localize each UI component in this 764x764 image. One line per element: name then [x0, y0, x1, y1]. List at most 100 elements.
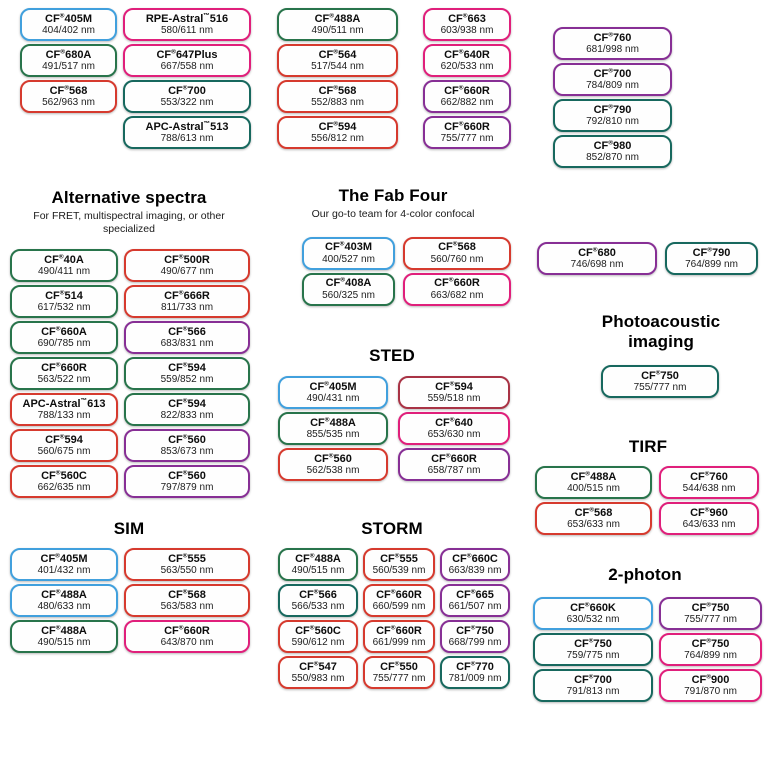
dye-name: CF®560	[168, 469, 206, 482]
dye-wavelengths: 755/777 nm	[440, 133, 494, 145]
dye-wavelengths: 490/511 nm	[311, 25, 364, 37]
dye-wavelengths: 563/550 nm	[160, 565, 214, 577]
dye-wavelengths: 643/870 nm	[160, 637, 214, 649]
dye-name: CF®680A	[45, 48, 92, 61]
dye-wavelengths: 580/611 nm	[160, 25, 214, 37]
dye-name: CF®555	[168, 552, 206, 565]
dye-wavelengths: 490/515 nm	[291, 565, 345, 577]
section-title-tirf: TIRF	[628, 437, 668, 456]
dye-name: CF®488A	[314, 12, 361, 25]
dye-name: CF®980	[593, 139, 632, 152]
dye-name: CF®568	[438, 240, 476, 254]
dye-wavelengths: 404/402 nm	[42, 25, 95, 37]
dye-name: CF®665	[456, 588, 494, 601]
dye-wavelengths: 630/532 nm	[566, 614, 620, 626]
dye-wavelengths: 791/813 nm	[566, 686, 620, 698]
dye-wavelengths: 653/630 nm	[427, 429, 481, 441]
dye-name: CF®40A	[44, 253, 84, 266]
dye-name: CF®550	[380, 660, 418, 673]
dye-wavelengths: 755/777 nm	[684, 614, 737, 626]
dye-wavelengths: 759/775 nm	[566, 650, 620, 662]
dye-wavelengths: 781/009 nm	[448, 673, 502, 685]
dye-name: CF®560	[168, 433, 206, 446]
dye-name: CF®660R	[444, 120, 490, 133]
dye-name: CF®566	[168, 325, 206, 338]
dye-name: CF®660K	[570, 601, 616, 614]
dye-name: CF®594	[168, 397, 206, 410]
dye-name: CF®568	[574, 506, 613, 519]
section-title-photoacoustic-imaging: Photoacoustic imaging	[601, 312, 721, 352]
dye-wavelengths: 562/963 nm	[42, 97, 95, 109]
dye-name: CF®594	[45, 433, 83, 446]
dye-wavelengths: 690/785 nm	[37, 338, 91, 350]
dye-wavelengths: 661/507 nm	[448, 601, 502, 613]
dye-name: CF®405M	[309, 380, 357, 393]
dye-name: CF®547	[299, 660, 337, 673]
dye-name: APC-Astral™613	[22, 397, 106, 410]
dye-wavelengths: 658/787 nm	[427, 465, 481, 477]
dye-name: CF®640R	[444, 48, 490, 61]
dye-name: CF®660R	[434, 276, 480, 290]
dye-name: CF®700	[593, 67, 632, 80]
dye-name: CF®750	[691, 637, 730, 650]
dye-wavelengths: 681/998 nm	[586, 44, 639, 56]
dye-wavelengths: 663/682 nm	[430, 289, 484, 301]
dye-wavelengths: 559/518 nm	[427, 393, 481, 405]
dye-wavelengths: 764/899 nm	[685, 259, 738, 271]
dye-wavelengths: 788/133 nm	[37, 410, 91, 422]
dye-name: CF®760	[690, 470, 728, 483]
dye-name: CF®560C	[41, 469, 87, 482]
dye-name: APC-Astral™513	[145, 120, 229, 133]
